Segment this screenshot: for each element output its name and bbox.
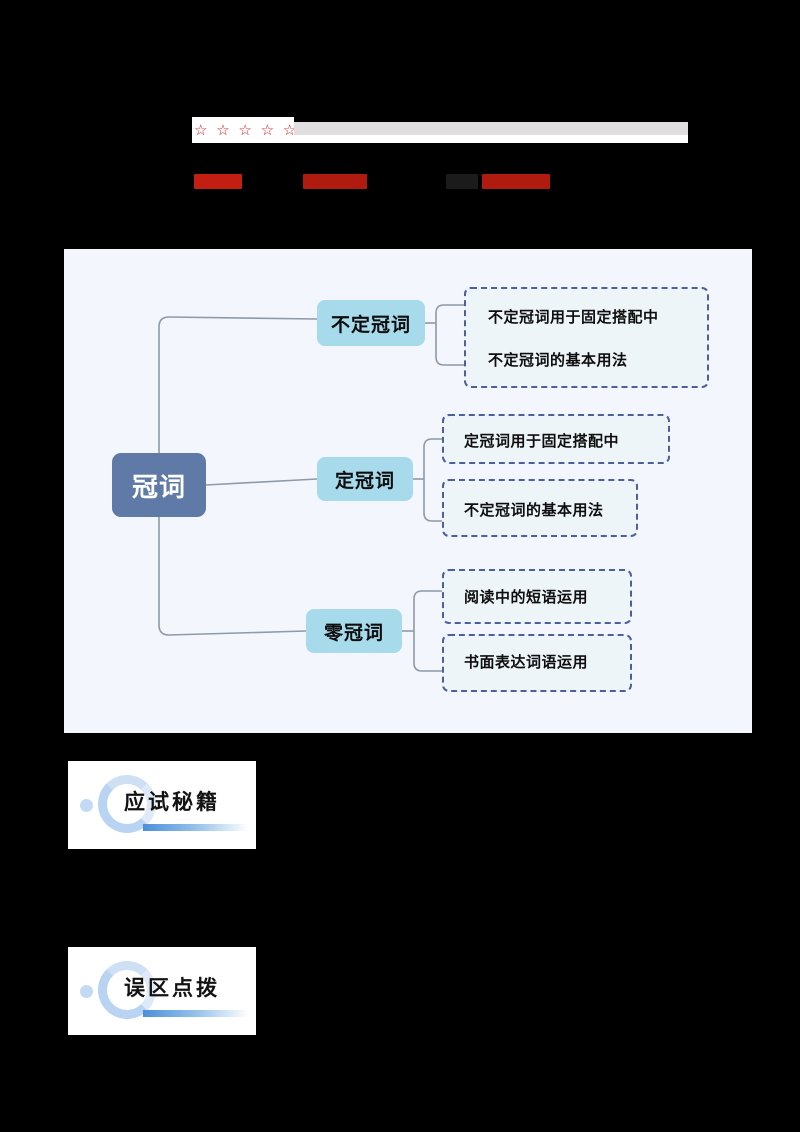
mindmap-leaf-group-1 — [464, 287, 709, 388]
mindmap-connectors — [158, 304, 466, 672]
section-badge-title: 误区点拨 — [124, 976, 220, 1000]
mindmap-branch-indefinite-article[interactable]: 不定冠词 — [317, 300, 425, 346]
meta-chip-3 — [446, 174, 478, 189]
mindmap-leaf-group-4 — [442, 569, 632, 624]
meta-chip-1 — [194, 174, 242, 189]
mindmap-branch-definite-article[interactable]: 定冠词 — [317, 457, 413, 501]
badge-dot-icon — [80, 799, 93, 812]
mindmap-leaf-4[interactable]: 不定冠词的基本用法 — [464, 501, 604, 519]
mindmap-panel: 冠词 不定冠词 定冠词 零冠词 不定冠词用于固定搭配中 不定冠词的基本用法 定冠… — [64, 249, 752, 733]
star-rating-icon: ☆ ☆ ☆ ☆ ☆ — [192, 117, 296, 143]
header-strip: ☆ ☆ ☆ ☆ ☆ — [192, 117, 688, 143]
section-badge-exam-tips: 应试秘籍 — [68, 761, 256, 849]
badge-dot-icon — [80, 985, 93, 998]
mindmap-leaf-group-3 — [442, 479, 638, 537]
mindmap-leaf-3[interactable]: 定冠词用于固定搭配中 — [464, 432, 620, 450]
meta-row — [192, 171, 552, 195]
mindmap-leaf-group-5 — [442, 634, 632, 692]
section-badge-title: 应试秘籍 — [124, 790, 220, 814]
badge-ring-icon — [98, 775, 156, 833]
header-redacted-bar — [294, 122, 688, 135]
section-badge-common-mistakes: 误区点拨 — [68, 947, 256, 1035]
mindmap-leaf-2[interactable]: 不定冠词的基本用法 — [488, 351, 628, 369]
meta-chip-2 — [303, 174, 367, 189]
mindmap-root-node[interactable]: 冠词 — [112, 453, 206, 517]
badge-gradient-bar — [143, 1010, 248, 1017]
mindmap-leaf-1[interactable]: 不定冠词用于固定搭配中 — [488, 308, 659, 326]
header-redacted-bar-under — [294, 135, 688, 143]
badge-gradient-bar — [143, 824, 248, 831]
badge-ring-icon — [98, 961, 156, 1019]
mindmap-leaf-group-2 — [442, 414, 670, 464]
mindmap-leaf-6[interactable]: 书面表达词语运用 — [464, 653, 589, 671]
meta-chip-4 — [482, 174, 550, 189]
mindmap-leaf-5[interactable]: 阅读中的短语运用 — [464, 588, 589, 606]
mindmap-branch-zero-article[interactable]: 零冠词 — [306, 609, 402, 653]
